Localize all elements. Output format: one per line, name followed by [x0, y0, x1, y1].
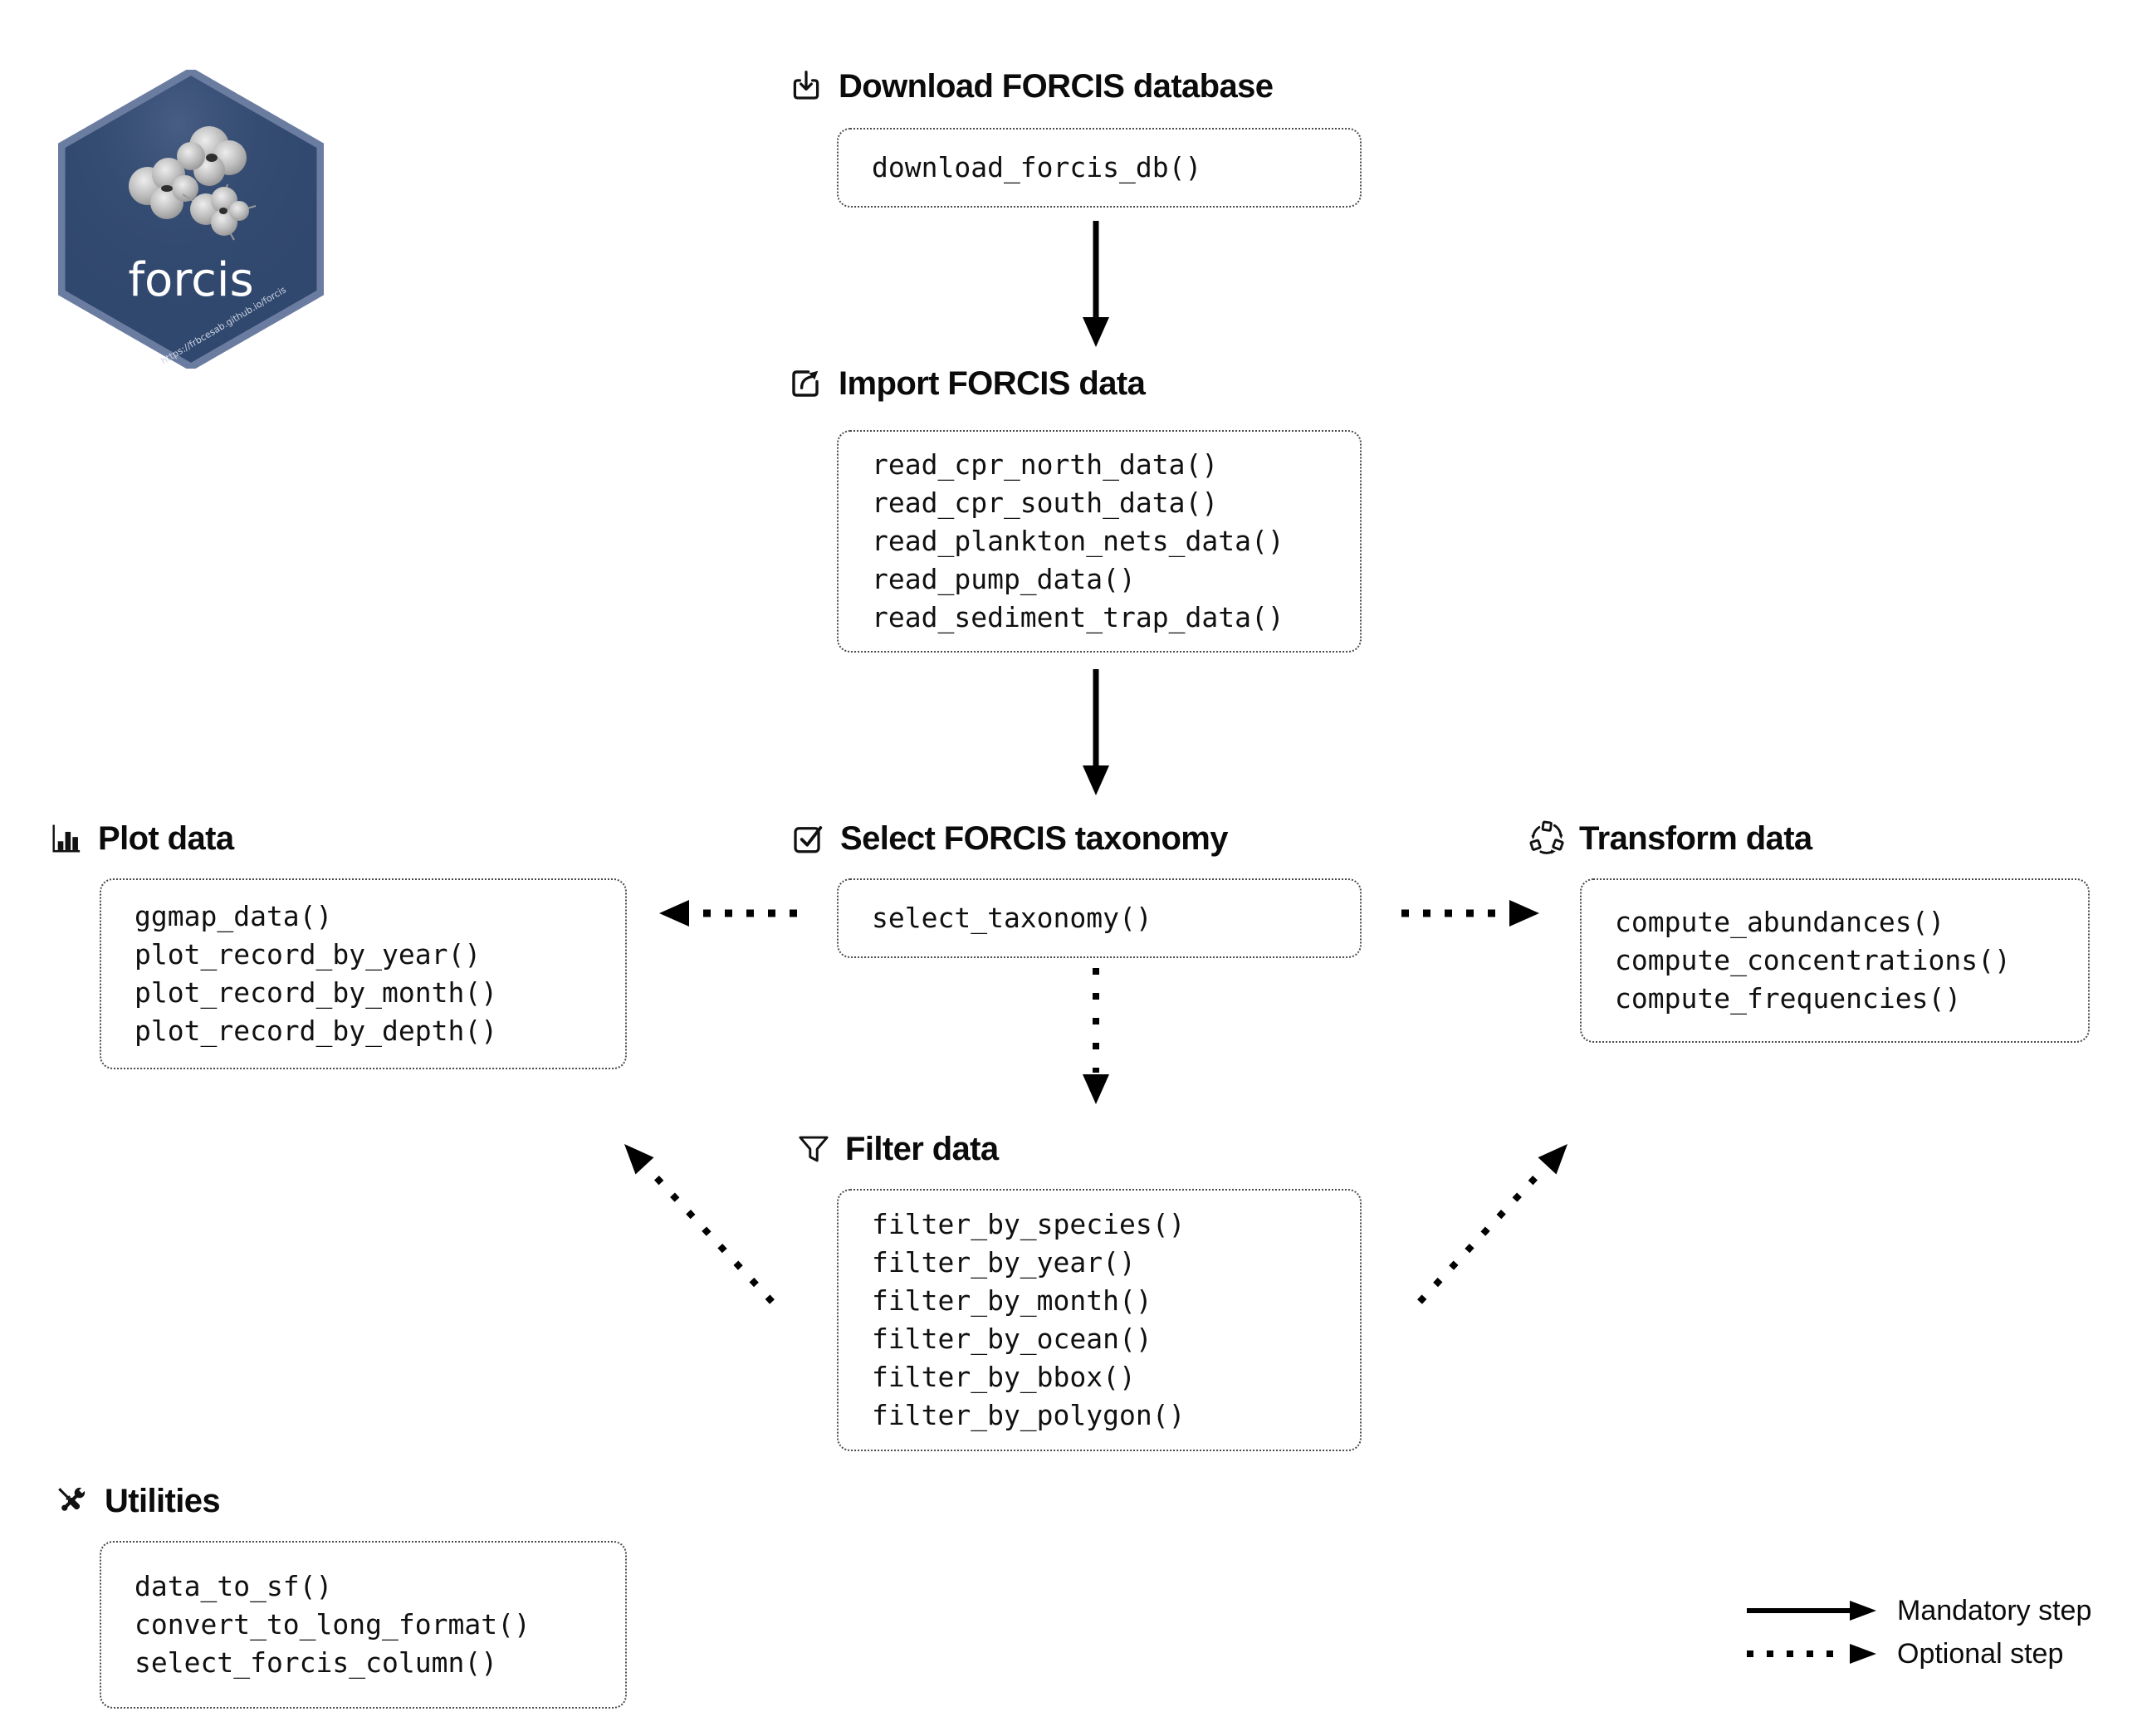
recycle-transform-icon	[1528, 819, 1566, 858]
function-name: read_cpr_south_data()	[872, 487, 1219, 519]
function-name: compute_frequencies()	[1615, 982, 1962, 1015]
hex-logo-svg: forcis https://frbcesab.github.io/forcis	[57, 66, 325, 372]
function-name: read_plankton_nets_data()	[872, 525, 1284, 557]
hexagon-glow	[61, 71, 320, 367]
function-name: plot_record_by_year()	[134, 938, 482, 971]
function-name: read_cpr_north_data()	[872, 448, 1219, 481]
arrow-filter-to-plot	[624, 1144, 775, 1304]
function-name: filter_by_month()	[872, 1284, 1152, 1317]
function-name: filter_by_year()	[872, 1246, 1136, 1279]
function-name: data_to_sf()	[134, 1570, 333, 1602]
filter-section-title: Filter data	[845, 1130, 999, 1167]
arrow-select-to-transform	[1401, 900, 1539, 927]
forcis-hex-logo: forcis https://frbcesab.github.io/forcis	[57, 66, 325, 372]
plot-function-box: ggmap_data() plot_record_by_year() plot_re…	[100, 878, 627, 1069]
function-name: download_forcis_db()	[872, 151, 1202, 183]
legend-mandatory-arrow	[1747, 1601, 1876, 1621]
checkbox-icon	[789, 819, 827, 858]
download-section-title: Download FORCIS database	[839, 67, 1274, 105]
function-name: select_forcis_column()	[134, 1646, 498, 1679]
legend-mandatory-label: Mandatory step	[1897, 1594, 2092, 1626]
function-name: plot_record_by_month()	[134, 976, 498, 1009]
arrow-filter-to-transform	[1417, 1144, 1567, 1304]
legend-optional-arrow	[1747, 1644, 1876, 1664]
arrow-download-to-import	[1083, 221, 1109, 347]
function-name: read_sediment_trap_data()	[872, 601, 1284, 633]
function-name: convert_to_long_format()	[134, 1608, 531, 1641]
download-section-header: Download FORCIS database	[787, 63, 1274, 110]
select-section-header: Select FORCIS taxonomy	[789, 815, 1229, 862]
filter-section-header: Filter data	[795, 1126, 999, 1172]
function-name: select_taxonomy()	[872, 902, 1152, 934]
transform-section-header: Transform data	[1528, 815, 1812, 862]
download-function-box: download_forcis_db()	[837, 128, 1362, 208]
utilities-function-box: data_to_sf() convert_to_long_format()sele…	[100, 1541, 627, 1709]
crossed-tools-icon	[51, 1481, 91, 1521]
utilities-section-title: Utilities	[105, 1482, 221, 1519]
arrow-select-to-filter	[1083, 968, 1109, 1104]
bar-chart-icon	[48, 820, 85, 857]
export-arrow-icon	[785, 364, 825, 403]
import-section-header: Import FORCIS data	[785, 360, 1146, 407]
import-function-box: read_cpr_north_data() read_cpr_south_data…	[837, 430, 1362, 653]
transform-section-title: Transform data	[1579, 819, 1812, 857]
function-name: ggmap_data()	[134, 900, 333, 932]
arrow-select-to-plot	[659, 900, 797, 927]
foraminifera-bottom-right	[182, 183, 257, 241]
foraminifera-left	[129, 158, 198, 219]
function-name: filter_by_polygon()	[872, 1399, 1186, 1431]
plot-section-title: Plot data	[98, 819, 234, 857]
filter-function-box: filter_by_species() filter_by_year()filte…	[837, 1189, 1362, 1451]
function-name: filter_by_species()	[872, 1208, 1186, 1240]
download-icon	[787, 67, 825, 105]
function-name: filter_by_bbox()	[872, 1361, 1136, 1393]
function-name: read_pump_data()	[872, 563, 1136, 595]
utilities-section-header: Utilities	[51, 1478, 221, 1524]
logo-title: forcis	[128, 253, 253, 307]
foraminifera-top-right	[177, 126, 247, 186]
function-name: compute_abundances()	[1615, 906, 1945, 938]
transform-function-box: compute_abundances() compute_concentratio…	[1580, 878, 2090, 1043]
import-section-title: Import FORCIS data	[839, 364, 1146, 402]
function-name: compute_concentrations()	[1615, 944, 2011, 976]
select-function-box: select_taxonomy()	[837, 878, 1362, 958]
funnel-filter-icon	[795, 1131, 832, 1167]
legend-optional-label: Optional step	[1897, 1637, 2064, 1670]
arrow-import-to-select	[1083, 669, 1109, 795]
hexagon-border	[57, 66, 325, 372]
plot-section-header: Plot data	[48, 815, 234, 862]
function-name: plot_record_by_depth()	[134, 1015, 498, 1047]
function-name: filter_by_ocean()	[872, 1323, 1152, 1355]
select-section-title: Select FORCIS taxonomy	[840, 819, 1229, 857]
